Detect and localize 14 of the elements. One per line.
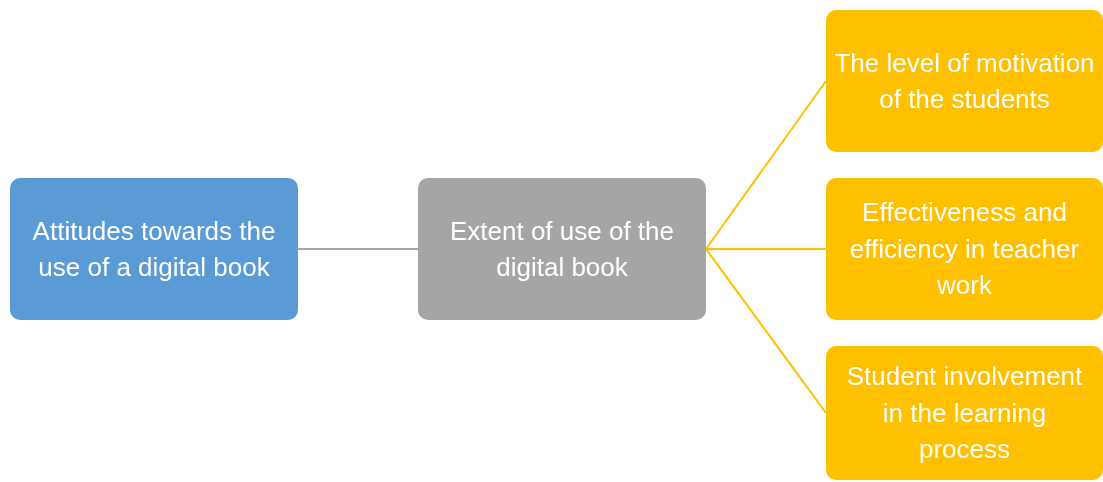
box-label: Effectiveness and efficiency in teacher work bbox=[848, 196, 1081, 303]
process-box bbox=[826, 178, 1103, 320]
box-label: Attitudes towards the use of a digital book bbox=[31, 214, 277, 284]
connector-line bbox=[705, 248, 827, 250]
process-box bbox=[10, 178, 298, 320]
box-label: Student involvement in the learning process bbox=[845, 360, 1084, 467]
process-box bbox=[826, 346, 1103, 480]
connector-line bbox=[705, 80, 827, 250]
process-box bbox=[418, 178, 706, 320]
process-box bbox=[826, 10, 1103, 152]
box-label: The level of motivation of the students bbox=[834, 46, 1095, 116]
box-label: Extent of use of the digital book bbox=[448, 214, 675, 284]
connector-line bbox=[297, 248, 419, 250]
connector-line bbox=[705, 248, 827, 414]
